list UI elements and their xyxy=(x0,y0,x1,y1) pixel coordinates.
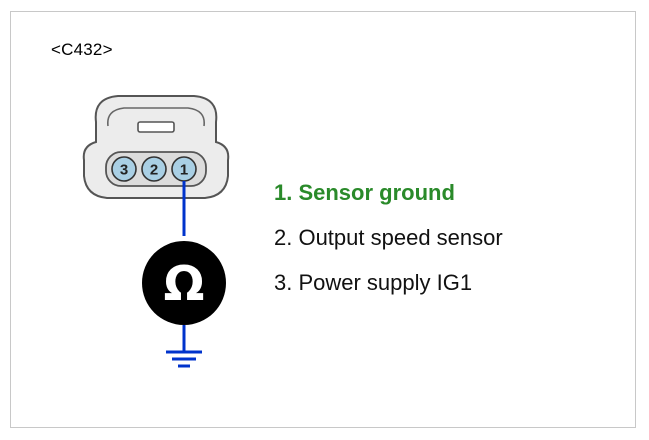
pin-3-label: 3 xyxy=(120,162,128,179)
pin-3: 3 xyxy=(111,156,137,182)
diagram-frame xyxy=(10,11,636,428)
connector-id-label: <C432> xyxy=(51,40,113,59)
pin-2-label: 2 xyxy=(150,162,158,179)
pin-1: 1 xyxy=(171,156,197,182)
pin-legend: 1. Sensor ground 2. Output speed sensor … xyxy=(274,182,503,317)
ground-icon xyxy=(166,350,202,368)
ohm-symbol: Ω xyxy=(164,256,205,312)
legend-item-output-speed-sensor: 2. Output speed sensor xyxy=(274,225,503,250)
connector-housing xyxy=(82,95,230,199)
legend-item-power-supply: 3. Power supply IG1 xyxy=(274,270,473,295)
connector-latch xyxy=(137,121,175,133)
pin-2: 2 xyxy=(141,156,167,182)
pin-1-label: 1 xyxy=(180,162,188,179)
legend-item-sensor-ground: 1. Sensor ground xyxy=(274,180,455,205)
ohmmeter-icon: Ω xyxy=(142,241,226,325)
